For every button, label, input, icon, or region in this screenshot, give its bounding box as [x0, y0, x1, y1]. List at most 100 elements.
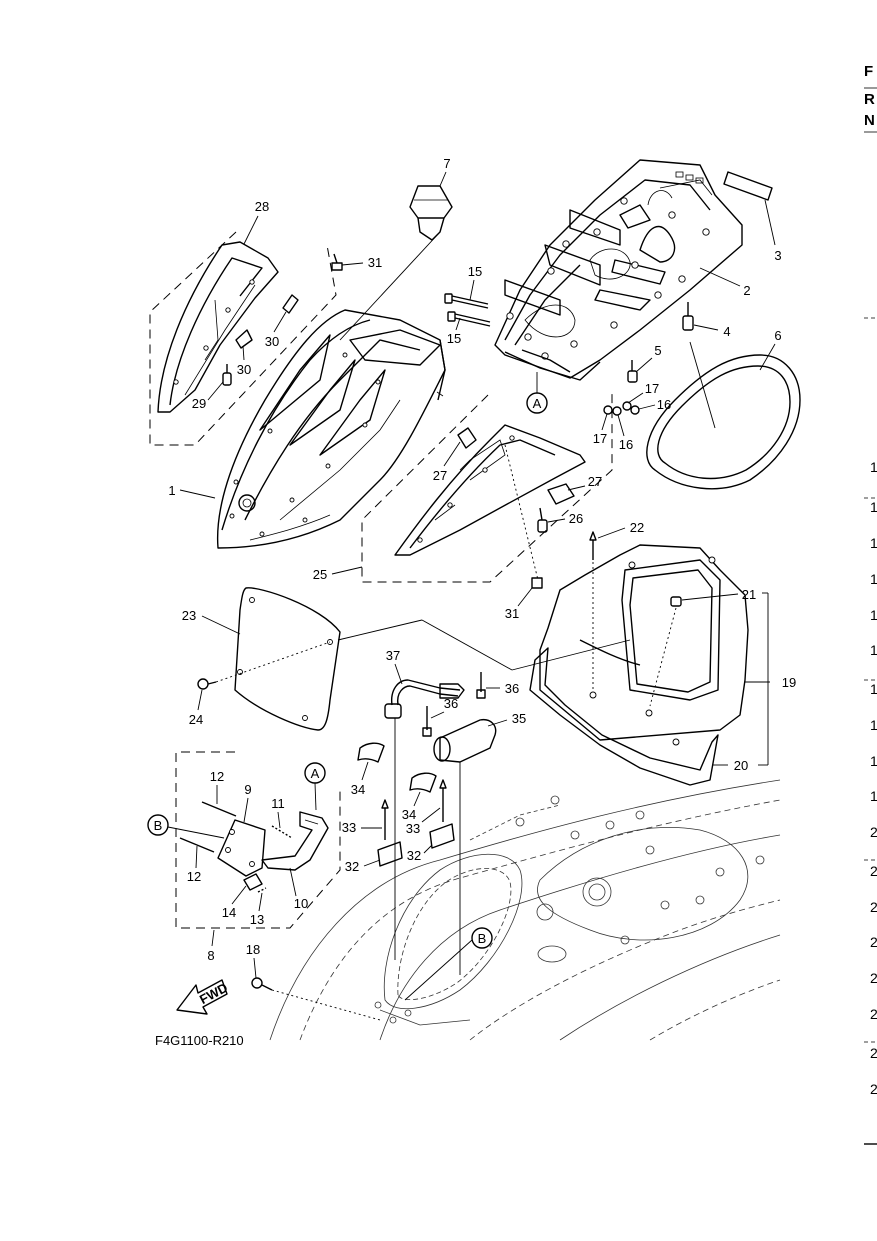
- screw-part-26: [537, 507, 548, 533]
- screw-part-5: [627, 360, 638, 383]
- callout-23-label: 23: [182, 608, 196, 623]
- callout-30-upper-label: 30: [265, 334, 279, 349]
- callout-34-right: 34: [402, 791, 421, 822]
- spring-part-13: [257, 887, 267, 893]
- bolt-part-31-top: [331, 253, 343, 271]
- callout-11-label: 11: [271, 796, 285, 811]
- edge-number: 1: [870, 459, 877, 475]
- callout-21-label: 21: [742, 587, 756, 602]
- callout-15-upper-label: 15: [468, 264, 482, 279]
- callout-32-left: 32: [345, 859, 381, 874]
- gasket-part-6: [646, 354, 801, 490]
- cable-part-37: [384, 679, 465, 719]
- leader-line: [689, 341, 716, 429]
- callout-27-left-label: 27: [433, 468, 447, 483]
- callout-16-right: 16: [638, 397, 671, 412]
- callout-6: 6: [759, 328, 782, 371]
- callout-37-label: 37: [386, 648, 400, 663]
- pad-part-27: [457, 427, 575, 505]
- group-box-25: [361, 392, 613, 583]
- handle-part-7: [409, 185, 453, 241]
- bolt-part-31-bottom: [531, 577, 543, 589]
- callout-19: 19: [745, 592, 796, 766]
- rivet-part-33: [381, 779, 447, 840]
- pin-part-12-lower: [179, 837, 215, 853]
- edge-letter-n: N: [864, 112, 875, 129]
- edge-number: 1: [870, 535, 877, 551]
- screw-part-18: [251, 977, 381, 1021]
- callout-27-right-label: 27: [588, 474, 602, 489]
- strip-part-3: [723, 171, 773, 201]
- callout-8: 8: [207, 929, 215, 963]
- callout-16-lower: 16: [617, 414, 633, 452]
- group-box-28: [149, 231, 337, 446]
- callout-21: 21: [681, 587, 756, 602]
- spring-part-11: [271, 825, 293, 839]
- edge-number: 2: [870, 899, 877, 915]
- callout-3-label: 3: [774, 248, 781, 263]
- callout-24: 24: [189, 689, 203, 727]
- group-box-8: [175, 751, 341, 929]
- callout-12-upper: 12: [210, 769, 224, 804]
- callout-5-label: 5: [654, 343, 661, 358]
- callout-28: 28: [243, 199, 269, 245]
- edge-number: 2: [870, 1081, 877, 1097]
- callout-7: 7: [439, 156, 451, 187]
- panel-part-23: [234, 587, 341, 731]
- callout-36-left-label: 36: [444, 696, 458, 711]
- callout-8-label: 8: [207, 948, 214, 963]
- screw-part-29: [222, 364, 232, 386]
- callout-16-lower-label: 16: [619, 437, 633, 452]
- callout-12-lower-label: 12: [187, 869, 201, 884]
- edge-number: 1: [870, 499, 877, 515]
- mark-b-label: B: [154, 818, 163, 833]
- callout-33-left-label: 33: [342, 820, 356, 835]
- callout-18: 18: [246, 942, 260, 979]
- callout-13: 13: [250, 892, 264, 927]
- rear-deck-part-2: [494, 159, 743, 381]
- mark-a-lower-label: A: [311, 766, 320, 781]
- leader-line: [421, 619, 513, 671]
- storage-bin-part-19: [539, 544, 749, 746]
- gasket-part-20: [529, 647, 719, 786]
- callout-9-label: 9: [244, 782, 251, 797]
- edge-number: 1: [870, 717, 877, 733]
- callout-27-left: 27: [433, 441, 461, 483]
- lever-part-10: [261, 811, 329, 871]
- edge-number: 2: [870, 970, 877, 986]
- pin-part-12-upper: [201, 801, 237, 817]
- callout-31-upper-label: 31: [368, 255, 382, 270]
- leader-line: [337, 619, 423, 641]
- grommet-part-4: [682, 302, 694, 331]
- callout-3: 3: [764, 199, 782, 263]
- callout-4: 4: [693, 324, 731, 339]
- leader-line: [339, 231, 441, 341]
- callout-15-lower-label: 15: [447, 331, 461, 346]
- rivet-part-22: [589, 531, 597, 690]
- callout-33-left: 33: [342, 820, 382, 835]
- dotted-leader: [504, 444, 539, 581]
- callout-36-right-label: 36: [505, 681, 519, 696]
- callout-31-lower: 31: [505, 587, 533, 621]
- callout-15-lower: 15: [447, 317, 461, 346]
- edge-number: 2: [870, 863, 877, 879]
- edge-number: 1: [870, 788, 877, 804]
- callout-9: 9: [243, 782, 252, 823]
- callout-18-label: 18: [246, 942, 260, 957]
- callout-37: 37: [386, 648, 403, 685]
- screw-part-24: [197, 641, 331, 690]
- callout-32-right: 32: [407, 844, 433, 863]
- callout-4-label: 4: [723, 324, 730, 339]
- callout-5: 5: [635, 343, 662, 373]
- plate-part-9: [217, 819, 266, 877]
- pad-part-34: [357, 742, 437, 793]
- clip-part-21: [649, 596, 682, 707]
- edge-number: 1: [870, 642, 877, 658]
- callout-27-right: 27: [567, 474, 602, 491]
- callout-13-label: 13: [250, 912, 264, 927]
- callout-29-label: 29: [192, 396, 206, 411]
- callout-17-right-label: 17: [645, 381, 659, 396]
- latch-assembly-part-8: [179, 801, 329, 893]
- callout-35: 35: [487, 711, 526, 727]
- callout-34-left: 34: [351, 761, 369, 797]
